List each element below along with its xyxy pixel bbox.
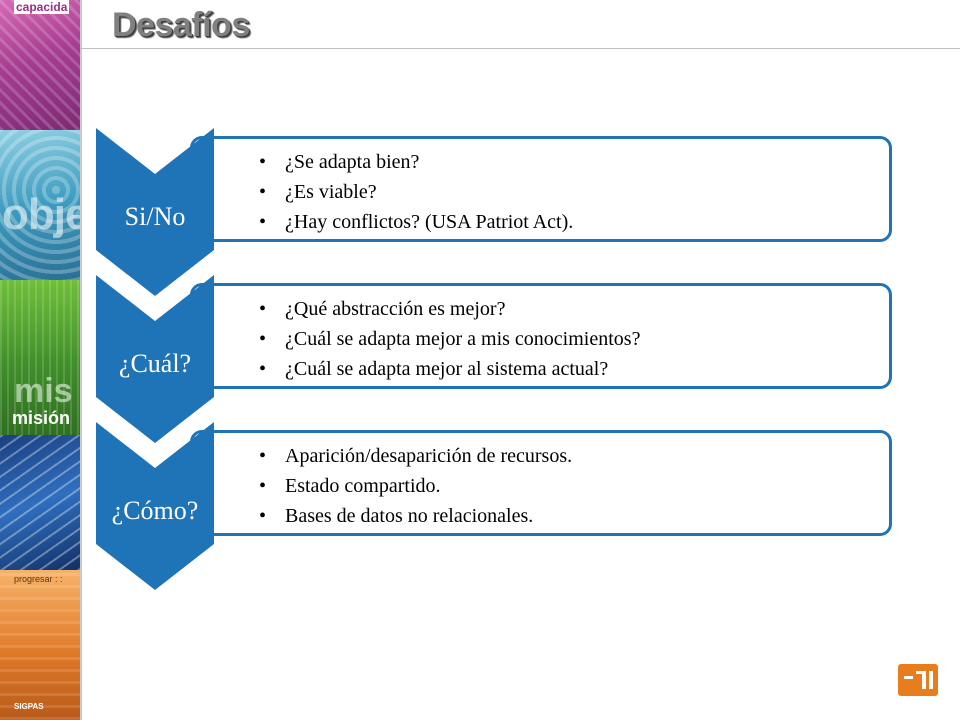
strip-word-bottom: SIGPAS [14,702,44,711]
title-divider [80,48,960,49]
strip-word-capacidad: capacida [14,0,70,14]
tp-logo-icon [898,664,938,696]
chevron-label: ¿Cómo? [111,496,199,525]
bullet-list: ¿Qué abstracción es mejor? ¿Cuál se adap… [257,294,640,384]
chevron-shape [96,128,214,296]
slide-title: Desafíos [112,6,250,44]
strip-word-mision: misión [12,408,71,428]
bullet-card: Aparición/desaparición de recursos. Esta… [190,430,892,536]
bullet-item: ¿Es viable? [257,177,573,207]
list-item-si-no: ¿Se adapta bien? ¿Es viable? ¿Hay confli… [0,128,960,306]
strip-word-objetivos: obje [2,190,80,239]
chevron-label: Si/No [124,202,186,231]
strip-segment-objetivos [0,130,80,280]
bullet-card: ¿Qué abstracción es mejor? ¿Cuál se adap… [190,283,892,389]
bullet-item: Aparición/desaparición de recursos. [257,441,572,471]
bullet-card: ¿Se adapta bien? ¿Es viable? ¿Hay confli… [190,136,892,242]
strip-segment-progresar [0,570,80,720]
bullet-list: Aparición/desaparición de recursos. Esta… [257,441,572,531]
bullet-item: ¿Qué abstracción es mejor? [257,294,640,324]
list-item-como: Aparición/desaparición de recursos. Esta… [0,422,960,600]
strip-segment-blue [0,435,80,570]
chevron-label: ¿Cuál? [118,349,192,378]
decorative-side-strip: capacida obje mis misión progresar : : S… [0,0,80,720]
strip-word-progresar: progresar : : [14,574,63,584]
chevron-shape [96,422,214,590]
bullet-list: ¿Se adapta bien? ¿Es viable? ¿Hay confli… [257,147,573,237]
bullet-item: Estado compartido. [257,471,572,501]
strip-segment-mision [0,280,80,435]
bullet-item: ¿Cuál se adapta mejor al sistema actual? [257,354,640,384]
bullet-item: Bases de datos no relacionales. [257,501,572,531]
strip-word-mis: mis [14,372,73,410]
bullet-item: ¿Hay conflictos? (USA Patriot Act). [257,207,573,237]
strip-divider [80,0,82,720]
list-item-cual: ¿Qué abstracción es mejor? ¿Cuál se adap… [0,275,960,453]
bullet-item: ¿Cuál se adapta mejor a mis conocimiento… [257,324,640,354]
chevron-shape [96,275,214,443]
bullet-item: ¿Se adapta bien? [257,147,573,177]
strip-segment-capacidad [0,0,80,130]
